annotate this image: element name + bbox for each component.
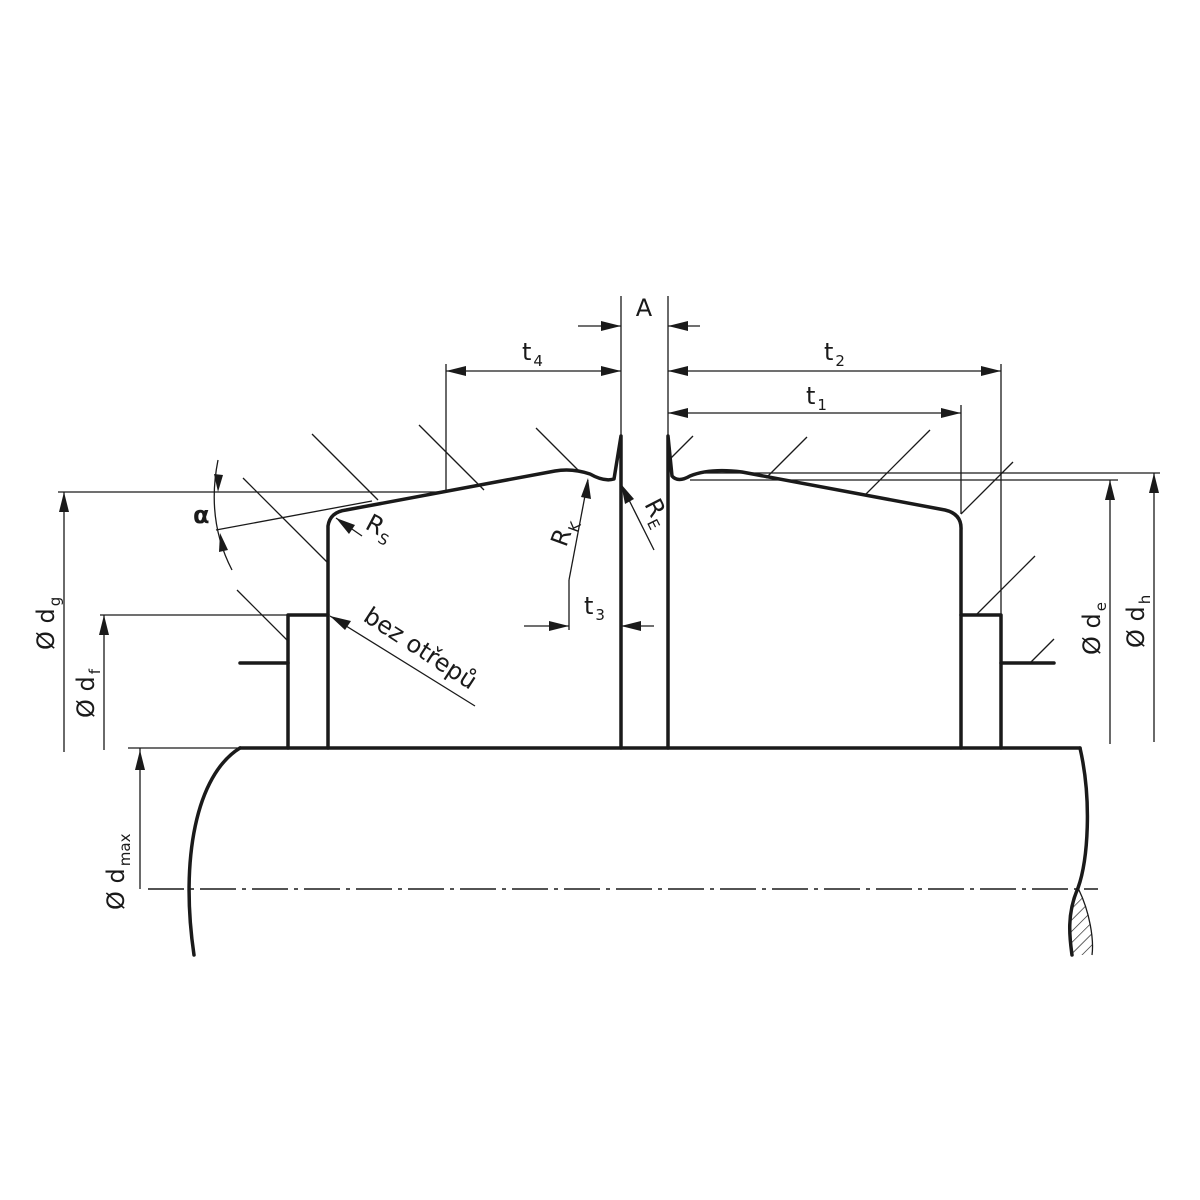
right-part xyxy=(666,434,1056,750)
label-a: A xyxy=(636,294,653,322)
label-alpha: α xyxy=(193,501,210,529)
left-collar xyxy=(286,613,330,750)
shaft-left-break xyxy=(187,746,242,957)
radius-rk: RK xyxy=(545,478,591,630)
diameter-de: Ø de xyxy=(690,479,1118,744)
label-df: Ø df xyxy=(72,668,104,718)
label-rk: RK xyxy=(545,514,585,552)
right-collar xyxy=(959,613,1003,750)
shaft-break-hatch xyxy=(1069,888,1093,955)
alpha-arc xyxy=(213,459,233,571)
shaft-break-hatch-outline xyxy=(1077,887,1094,956)
left-part-outline xyxy=(326,434,623,750)
label-de: Ø de xyxy=(1078,602,1110,655)
left-part xyxy=(238,434,623,750)
angle-alpha: α xyxy=(193,459,373,571)
radius-rs: RS xyxy=(335,509,398,550)
label-dh: Ø dh xyxy=(1122,595,1154,648)
diameter-dmax: Ø dmax xyxy=(102,747,240,910)
label-re: RE xyxy=(635,494,676,533)
diameter-dg: Ø dg xyxy=(32,491,446,752)
shaft xyxy=(148,746,1098,957)
burr-note: bez otřepů xyxy=(329,602,482,707)
label-dg: Ø dg xyxy=(32,597,64,650)
surface-finish-marks xyxy=(236,424,1055,664)
label-dmax: Ø dmax xyxy=(102,833,134,910)
label-burr-note: bez otřepů xyxy=(359,602,482,696)
diameter-dh: Ø dh xyxy=(705,472,1160,742)
diameter-df: Ø df xyxy=(72,614,288,750)
right-part-outline xyxy=(666,434,963,750)
label-rs: RS xyxy=(359,509,398,550)
